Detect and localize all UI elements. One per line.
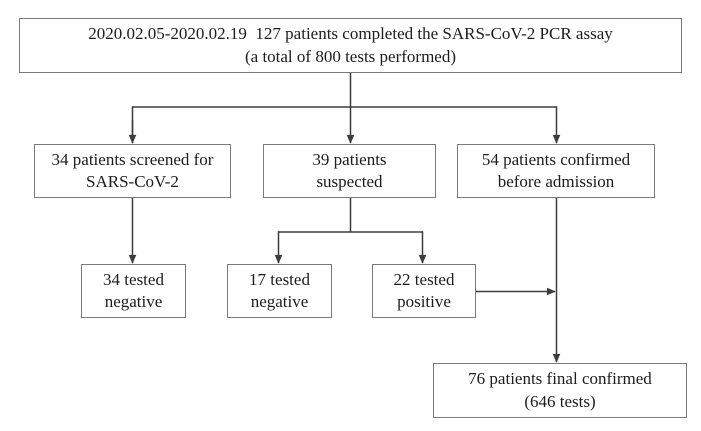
node-suspected-patients-label: 39 patients suspected xyxy=(312,149,387,191)
node-suspected-patients: 39 patients suspected xyxy=(263,144,436,198)
node-total-patients: 2020.02.05-2020.02.19 127 patients compl… xyxy=(19,18,682,73)
node-suspected-tested-positive-label: 22 tested positive xyxy=(393,269,455,311)
node-final-confirmed-label: 76 patients final confirmed (646 tests) xyxy=(468,369,652,411)
node-suspected-tested-negative-label: 17 tested negative xyxy=(249,269,310,311)
node-screened-tested-negative-label: 34 tested negative xyxy=(103,269,164,311)
node-screened-patients: 34 patients screened for SARS-CoV-2 xyxy=(34,144,231,198)
node-screened-patients-label: 34 patients screened for SARS-CoV-2 xyxy=(51,149,214,191)
node-suspected-tested-positive: 22 tested positive xyxy=(372,264,476,318)
node-final-confirmed: 76 patients final confirmed (646 tests) xyxy=(433,363,687,418)
node-total-patients-label: 2020.02.05-2020.02.19 127 patients compl… xyxy=(88,24,613,66)
node-suspected-tested-negative: 17 tested negative xyxy=(227,264,332,318)
node-screened-tested-negative: 34 tested negative xyxy=(81,264,186,318)
node-confirmed-before-admission-label: 54 patients confirmed before admission xyxy=(481,149,631,191)
node-confirmed-before-admission: 54 patients confirmed before admission xyxy=(457,144,655,198)
